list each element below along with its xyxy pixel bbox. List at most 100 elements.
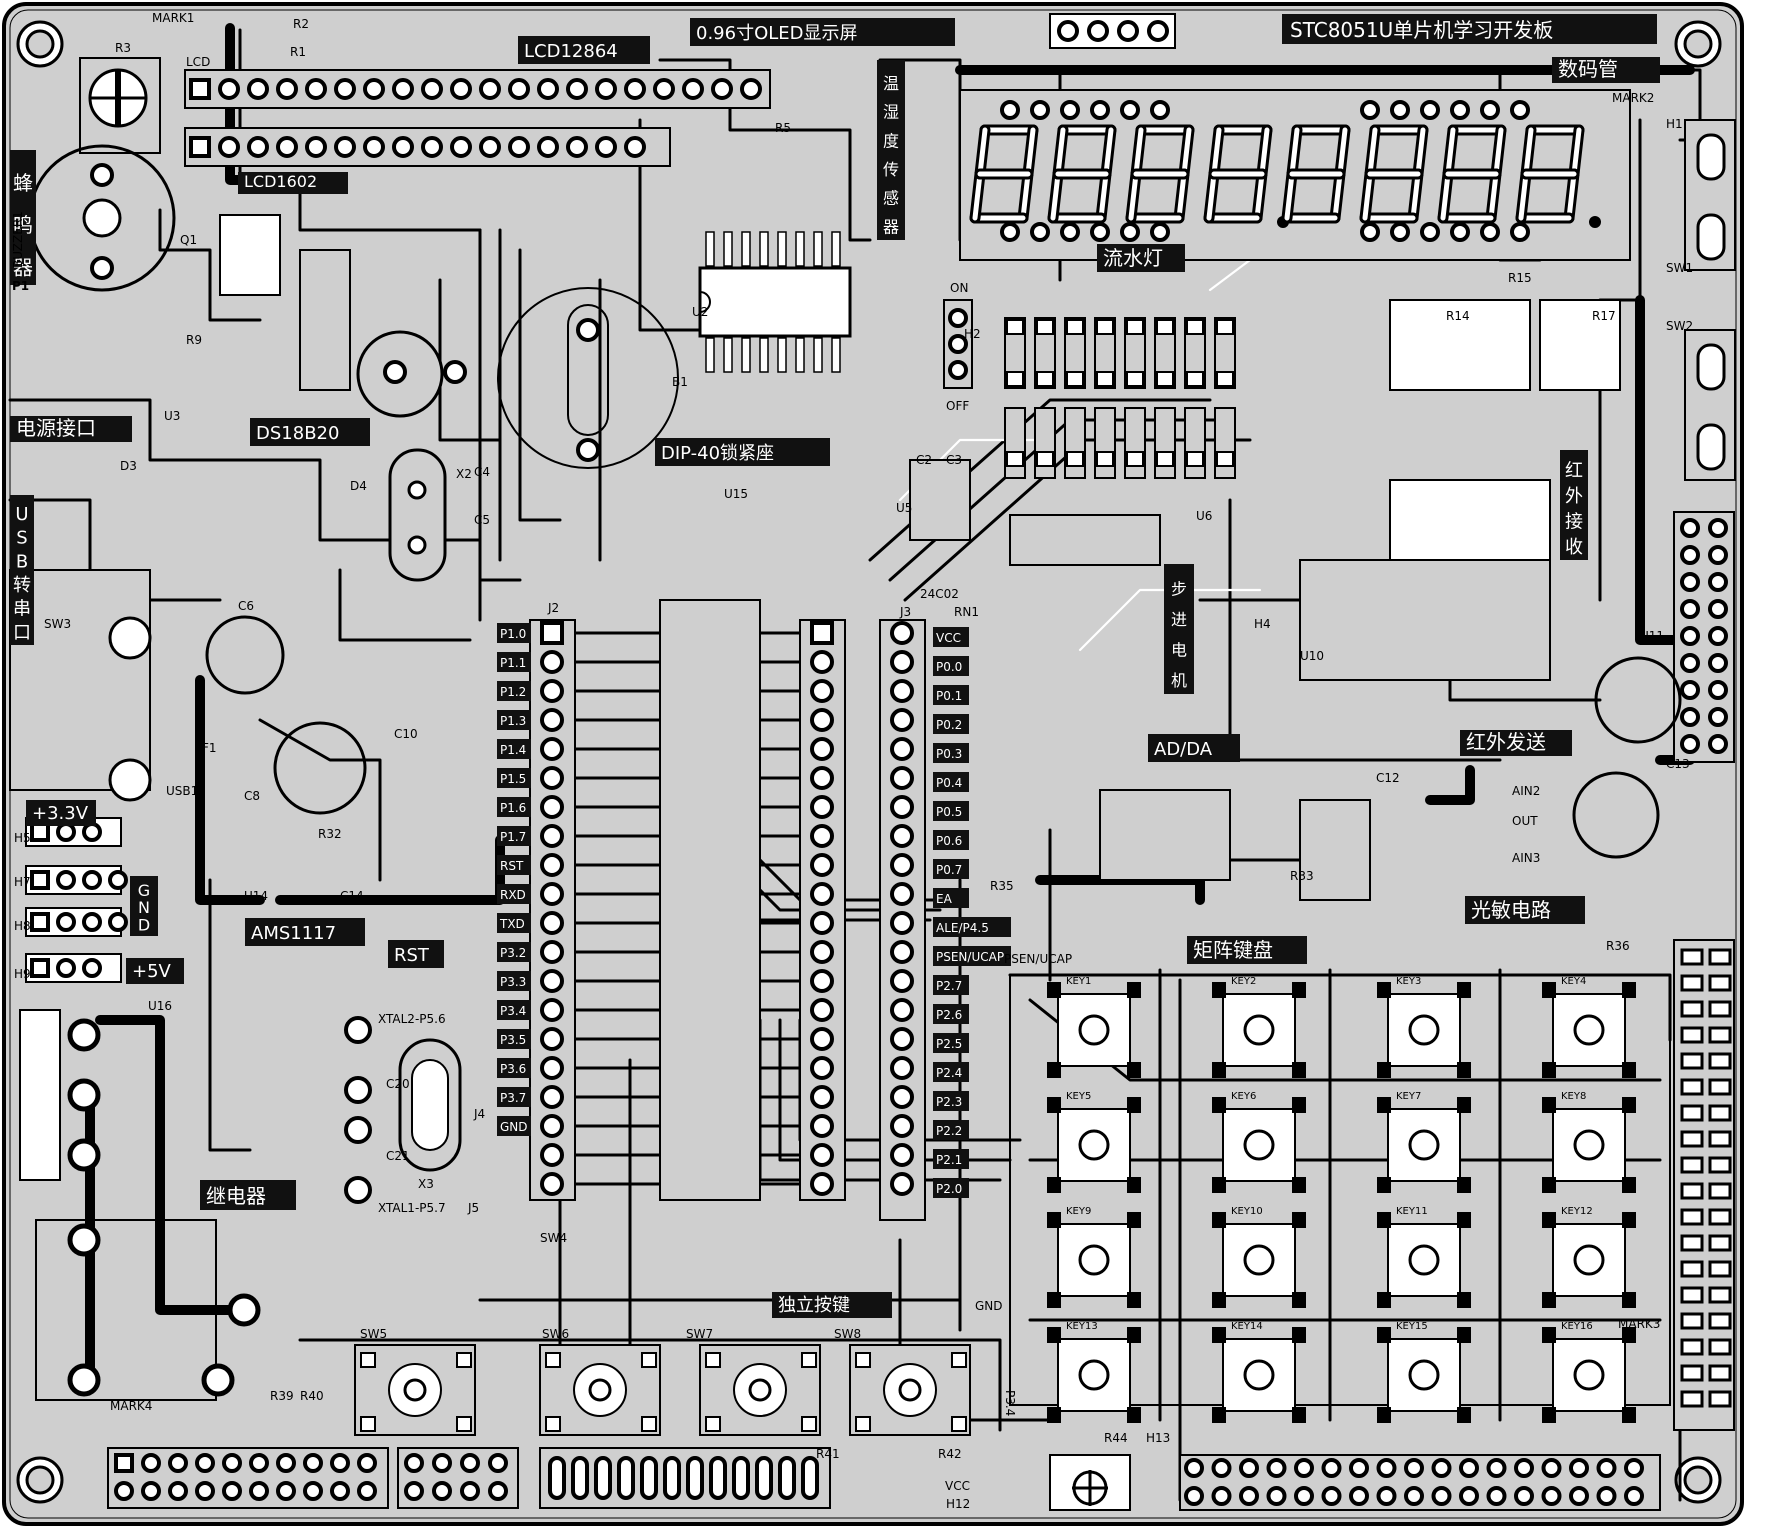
- key-pad: [1542, 1407, 1556, 1423]
- pin-label-bg: [497, 768, 531, 788]
- pad: [305, 136, 327, 158]
- pad: [168, 1453, 188, 1473]
- key-pad: [1457, 1177, 1471, 1193]
- pad: [595, 78, 617, 100]
- pin-label-psenucap: PSEN/UCAP: [936, 950, 1004, 964]
- key-label: KEY6: [1231, 1091, 1256, 1102]
- key-pad: [1292, 1097, 1306, 1113]
- pad: [540, 621, 564, 645]
- chip-u5: [909, 459, 1161, 566]
- pad: [1459, 1486, 1479, 1506]
- label-bg: [10, 495, 34, 645]
- label-char: G: [138, 881, 150, 900]
- led-pad: [1006, 371, 1024, 387]
- crystal-x3: [344, 1016, 462, 1204]
- led-pad: [1096, 371, 1114, 387]
- pin-label-p27: P2.7: [936, 979, 962, 993]
- pad: [1030, 100, 1050, 120]
- pad: [189, 136, 211, 158]
- pin-label-p17: P1.7: [500, 830, 526, 844]
- pad: [1624, 1486, 1644, 1506]
- pad: [1510, 222, 1530, 242]
- key-pad: [1212, 1177, 1226, 1193]
- pin-label-alep45: ALE/P4.5: [936, 921, 989, 935]
- pad: [1680, 734, 1700, 754]
- ref-r36: R36: [1606, 939, 1630, 953]
- pad: [810, 1085, 834, 1109]
- pad: [1569, 1458, 1589, 1478]
- pad: [740, 78, 762, 100]
- label-char: 鸣: [13, 213, 33, 237]
- key-pad: [1292, 1062, 1306, 1078]
- pad: [810, 1056, 834, 1080]
- matrix-key: [1057, 1108, 1131, 1182]
- pad: [1360, 222, 1380, 242]
- label-bg: [10, 150, 36, 285]
- pad: [890, 1085, 914, 1109]
- ref-r3: R3: [115, 41, 131, 55]
- pad: [890, 853, 914, 877]
- pad: [810, 853, 834, 877]
- led-pad: [1216, 371, 1234, 387]
- switch-pad: [951, 1416, 967, 1432]
- pad: [1680, 1286, 1704, 1304]
- chip-u13: [1099, 789, 1371, 901]
- pad: [540, 679, 564, 703]
- led: [1094, 317, 1116, 389]
- pin-label-bg: [497, 1087, 531, 1107]
- key-label: KEY12: [1561, 1206, 1593, 1217]
- silk-usb1: USB1: [166, 784, 198, 798]
- pad: [1708, 545, 1728, 565]
- switch-dome: [748, 1378, 772, 1402]
- seg-stroke-inner: [1103, 127, 1114, 177]
- pad: [1680, 948, 1704, 966]
- crystal-x2: [388, 448, 447, 582]
- led: [1184, 317, 1206, 389]
- label-ds18b20: DS18B20: [250, 418, 370, 446]
- pad: [540, 969, 564, 993]
- pad: [890, 795, 914, 819]
- pad: [56, 870, 76, 890]
- key-label: KEY5: [1066, 1091, 1091, 1102]
- pin-label-bg: [497, 1058, 531, 1078]
- seg-stroke-inner: [977, 127, 988, 177]
- pad: [1680, 1078, 1704, 1096]
- label-text: +3.3V: [32, 803, 89, 824]
- label-text: 流水灯: [1103, 246, 1163, 270]
- pin-label-p15: P1.5: [500, 772, 526, 786]
- res-pad: [1156, 451, 1174, 467]
- key-pad: [1542, 982, 1556, 998]
- ref-u15: U15: [724, 487, 748, 501]
- key-pad: [1212, 982, 1226, 998]
- res-pad: [1006, 451, 1024, 467]
- pad: [1708, 1390, 1732, 1408]
- ref-h2: H2: [964, 327, 981, 341]
- label-bg: [518, 36, 650, 64]
- pin-label-p33: P3.3: [500, 975, 526, 989]
- label-char: 转: [13, 575, 31, 596]
- pad: [653, 78, 675, 100]
- ref-sw3: SW3: [44, 617, 71, 631]
- ref-h13: H13: [1146, 1431, 1170, 1445]
- chip-pin: [777, 231, 787, 267]
- ref-mark1: MARK1: [152, 11, 194, 25]
- pin-label-bg: [933, 1149, 969, 1169]
- pad: [1480, 222, 1500, 242]
- pad: [56, 822, 76, 842]
- pad: [1569, 1486, 1589, 1506]
- label-bg: [1187, 936, 1307, 964]
- key-dome: [1573, 1129, 1605, 1161]
- pin-label-p10: P1.0: [500, 627, 526, 641]
- pad: [303, 1453, 323, 1473]
- pin-label-bg: [933, 1178, 969, 1198]
- led-pad: [1186, 319, 1204, 335]
- ref-sw7: SW7: [686, 1327, 713, 1341]
- pad: [682, 78, 704, 100]
- key-pad: [1542, 1212, 1556, 1228]
- label-char: 器: [13, 256, 33, 280]
- key-label: KEY10: [1231, 1206, 1263, 1217]
- chip-pin: [759, 231, 769, 267]
- header-j2: [529, 619, 576, 1201]
